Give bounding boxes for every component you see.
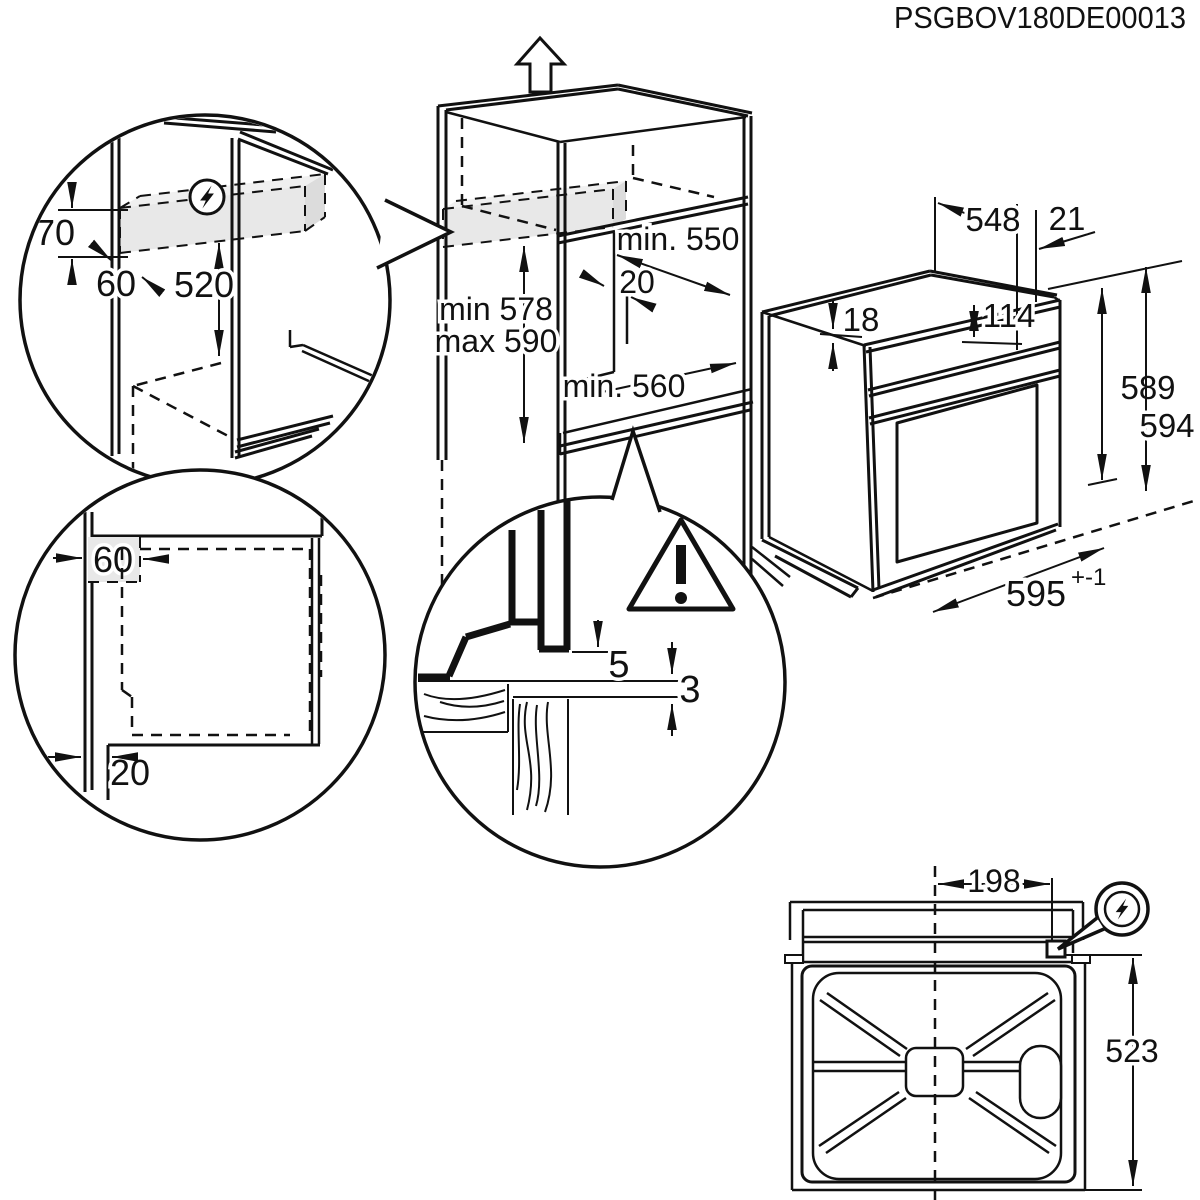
dim-595-tolerance: +-1 — [1071, 564, 1106, 591]
top-view-frame — [784, 900, 1091, 964]
oven-dimensions: 548 21 18 114 589 594 595 +-1 — [819, 197, 1198, 618]
oven-door-window — [895, 383, 1039, 564]
dim-gap-20: 20 — [619, 264, 655, 300]
dim-523: 523 — [1105, 1033, 1158, 1069]
bubble-tail — [612, 431, 660, 512]
detail-electrical-zone: 70 60 520 — [18, 113, 456, 487]
dim-min-560: min. 560 — [563, 368, 686, 404]
oven-top-view: 198 523 — [784, 860, 1162, 1200]
dim-min-550: min. 550 — [617, 221, 740, 257]
lightning-bolt-icon — [1056, 881, 1150, 951]
dim-60: 60 — [96, 263, 136, 304]
shelf-lines — [418, 680, 680, 698]
dim-114: 114 — [983, 297, 1036, 334]
metal-profile-section — [418, 499, 571, 681]
dim-18: 18 — [843, 301, 880, 338]
top-view-dimensions: 198 523 — [938, 860, 1162, 1191]
oven-body — [760, 269, 1062, 599]
cabinet-upper-box — [436, 83, 753, 585]
warning-triangle-icon — [626, 517, 736, 612]
dim-max-590: max 590 — [435, 323, 558, 359]
dim-20-corner: 20 — [110, 752, 150, 793]
gap-dimensions: 5 3 — [572, 620, 704, 736]
dim-595: 595 — [1006, 573, 1066, 614]
dim-589: 589 — [1120, 369, 1175, 406]
bubble-tail — [377, 200, 451, 268]
dim-3: 3 — [679, 669, 700, 711]
dim-21: 21 — [1049, 200, 1086, 237]
detail-top-view-corner: 60 20 — [13, 468, 387, 842]
cabinet-column: min. 550 20 min 578 max 590 min. 560 — [431, 35, 791, 587]
dim-198: 198 — [967, 863, 1020, 899]
dim-520: 520 — [174, 264, 234, 305]
detail-front-gap-section: 5 3 — [413, 425, 787, 869]
dim-5: 5 — [608, 644, 629, 686]
model-code-title: PSGBOV180DE00013 — [894, 0, 1186, 35]
dim-min-578: min 578 — [439, 291, 553, 327]
top-view-body — [790, 866, 1087, 1200]
dim-594: 594 — [1139, 407, 1194, 444]
cabinet-dimensions: min. 550 20 min 578 max 590 min. 560 — [431, 218, 743, 443]
lightning-bolt-icon — [188, 178, 226, 216]
dim-548: 548 — [965, 201, 1020, 238]
up-arrow-icon — [513, 35, 568, 94]
dim-60-corner: 60 — [93, 539, 133, 580]
oven-outline-dashed — [120, 547, 323, 737]
detail-cabinet-lines — [110, 117, 379, 470]
oven-3d-view: 548 21 18 114 589 594 595 +-1 — [760, 197, 1198, 618]
electrical-zone-shade — [442, 180, 627, 248]
wood-grain — [420, 684, 569, 815]
offset-pad-shade — [88, 537, 140, 582]
